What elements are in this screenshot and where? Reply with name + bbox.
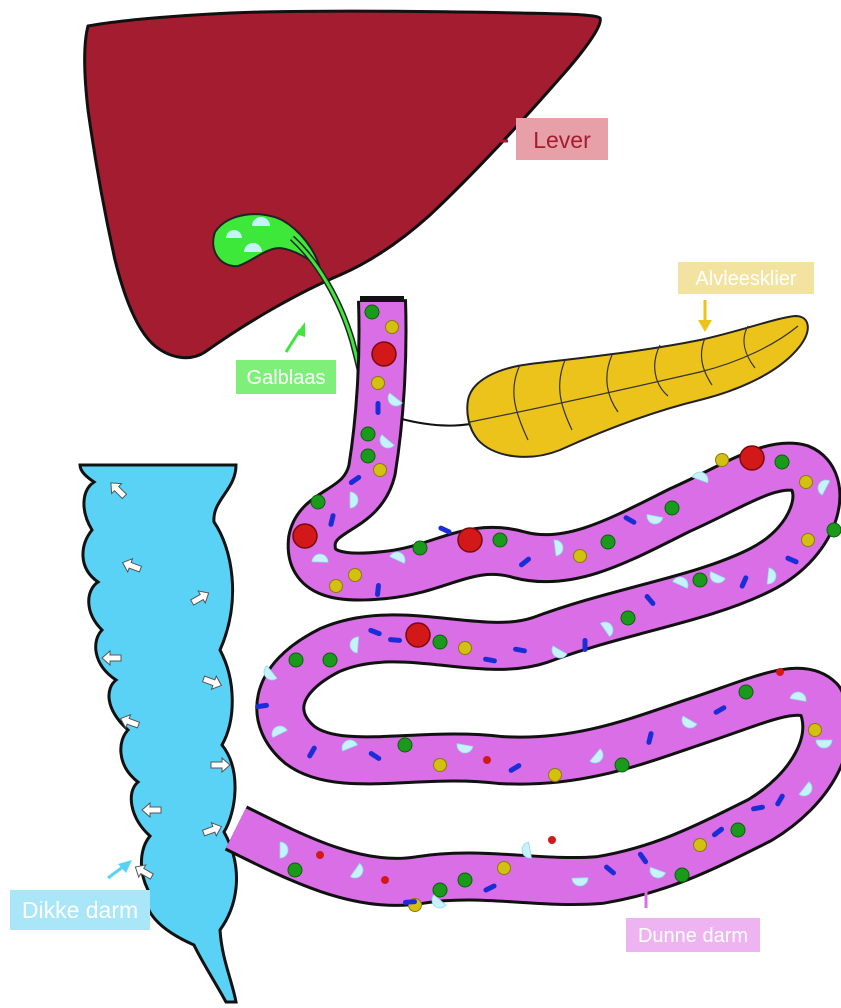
large-intestine-label: Dikke darm	[10, 860, 150, 930]
red-particle-small	[316, 851, 324, 859]
green-particle	[323, 653, 337, 667]
gallbladder-label-text: Galblaas	[247, 367, 326, 389]
green-particle	[621, 611, 635, 625]
green-particle	[361, 427, 375, 441]
green-particle	[413, 541, 427, 555]
green-particle	[601, 535, 615, 549]
pancreatic-duct	[398, 418, 470, 426]
yellow-particle	[459, 642, 472, 655]
yellow-particle	[800, 476, 813, 489]
green-particle	[775, 455, 789, 469]
liver-label-text: Lever	[533, 127, 591, 153]
green-particle	[693, 573, 707, 587]
pancreas-label-text: Alvleesklier	[695, 268, 796, 290]
yellow-particle	[349, 569, 362, 582]
green-particle	[361, 449, 375, 463]
blue-particle	[583, 638, 588, 652]
blue-particle	[376, 401, 381, 415]
green-particle	[665, 501, 679, 515]
yellow-particle	[809, 724, 822, 737]
red-particle-small	[381, 876, 389, 884]
green-particle	[398, 738, 412, 752]
small-intestine-label: Dunne darm	[626, 876, 760, 952]
yellow-particle	[330, 580, 343, 593]
yellow-particle	[802, 534, 815, 547]
red-particle-small	[548, 836, 556, 844]
red-particle-small	[483, 756, 491, 764]
red-particle-small	[776, 668, 784, 676]
green-particle	[827, 523, 841, 537]
blue-particle	[403, 899, 417, 905]
yellow-particle	[574, 550, 587, 563]
yellow-particle	[498, 862, 511, 875]
green-particle	[288, 863, 302, 877]
yellow-particle	[694, 839, 707, 852]
green-particle	[311, 495, 325, 509]
green-particle	[739, 685, 753, 699]
pancreas-arrow-head	[698, 320, 712, 332]
yellow-particle	[549, 769, 562, 782]
green-particle	[731, 823, 745, 837]
yellow-particle	[716, 454, 729, 467]
green-particle	[365, 305, 379, 319]
yellow-particle	[386, 321, 399, 334]
yellow-particle	[374, 464, 387, 477]
red-particle-large	[740, 446, 764, 470]
gallbladder-label: Galblaas	[236, 322, 336, 394]
green-particle	[493, 533, 507, 547]
liver-shape	[85, 11, 601, 358]
yellow-particle	[434, 759, 447, 772]
large-intestine-label-text: Dikke darm	[22, 897, 138, 923]
red-particle-large	[458, 528, 482, 552]
large-intestine-arrow-head	[118, 860, 132, 873]
green-particle	[289, 653, 303, 667]
small-intestine-label-text: Dunne darm	[638, 925, 748, 947]
yellow-particle	[372, 377, 385, 390]
small-intestine-top	[360, 296, 404, 302]
green-particle	[458, 873, 472, 887]
blue-particle	[438, 525, 453, 535]
green-particle	[675, 868, 689, 882]
green-particle	[433, 635, 447, 649]
green-particle	[615, 758, 629, 772]
red-particle-large	[293, 524, 317, 548]
green-particle	[433, 883, 447, 897]
red-particle-large	[406, 623, 430, 647]
red-particle-large	[372, 342, 396, 366]
